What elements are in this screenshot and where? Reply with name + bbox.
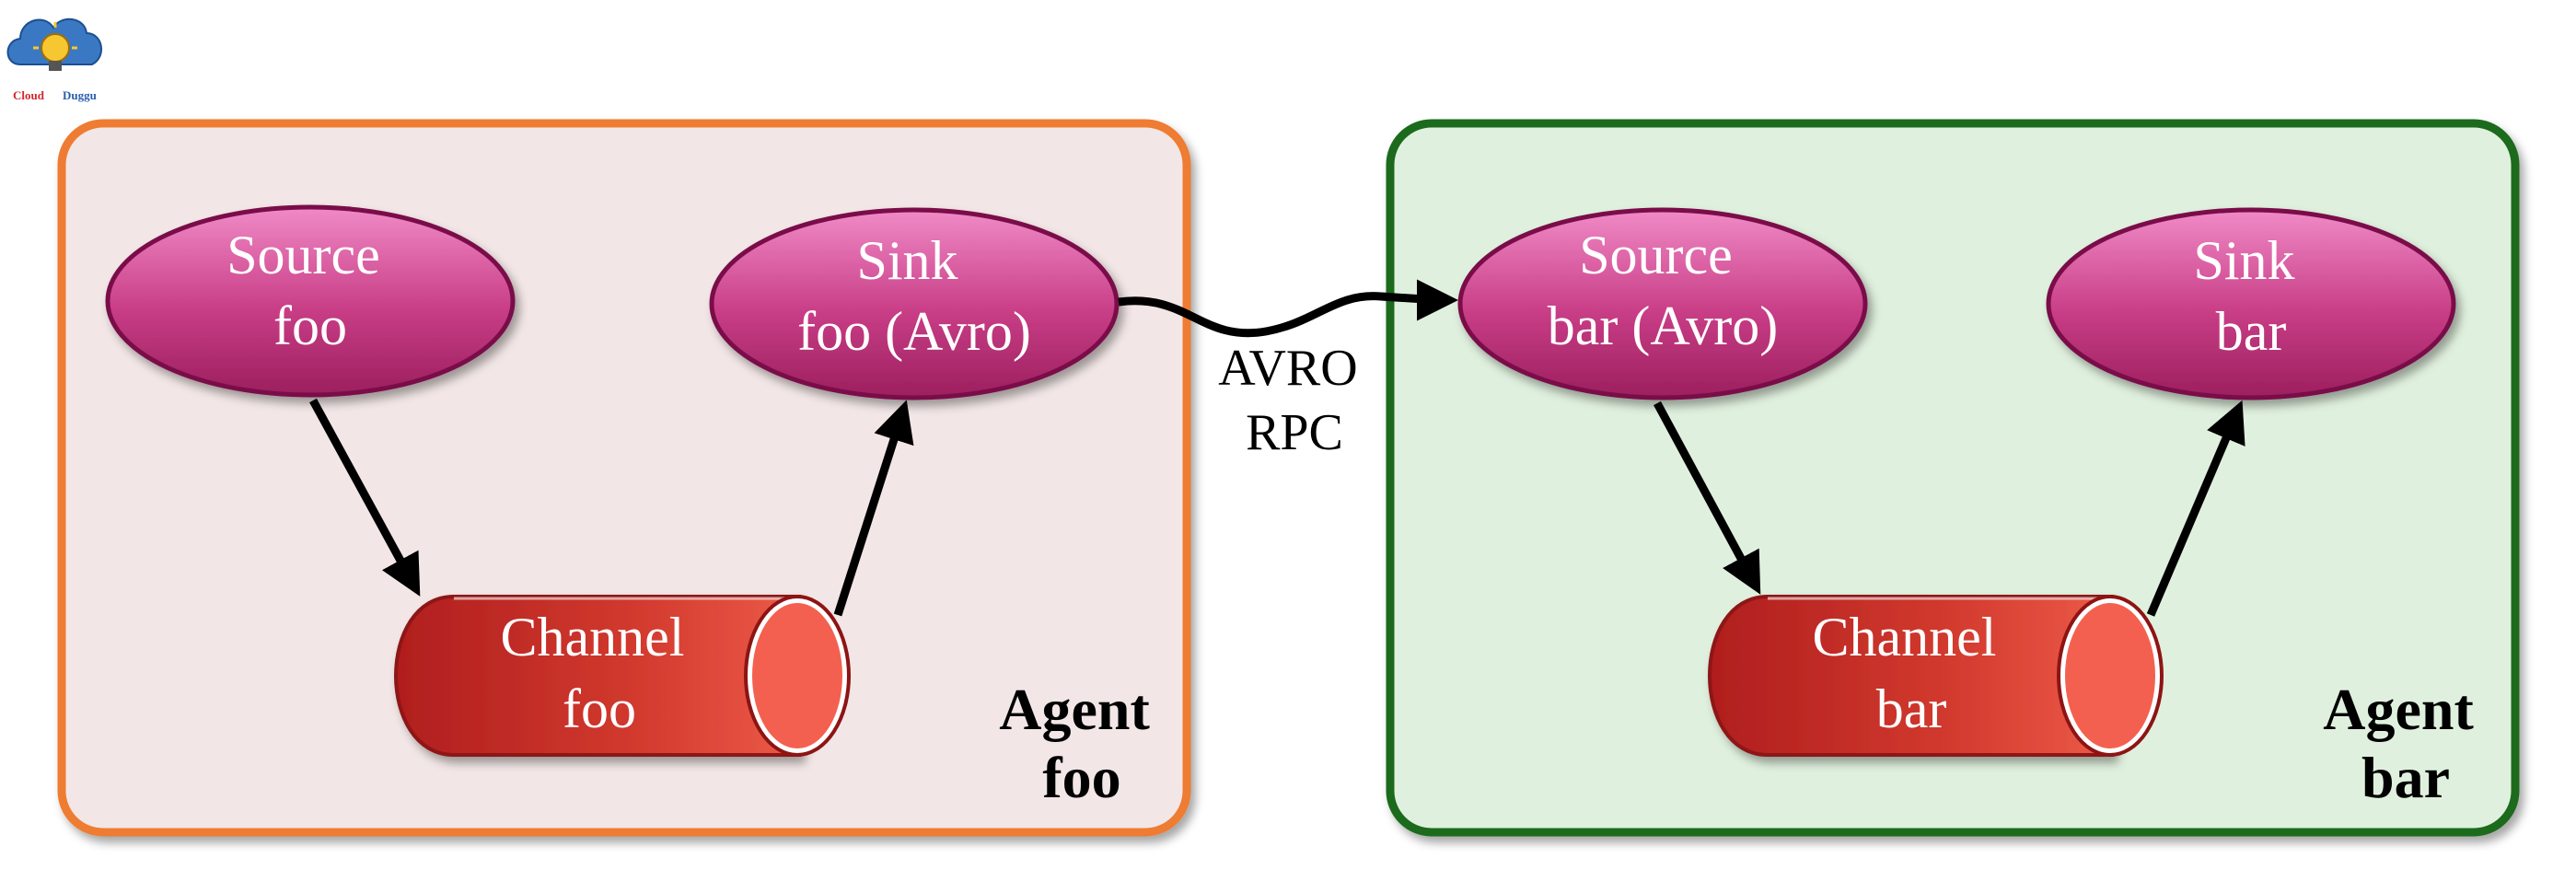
sink-bar-label: Sink bar bbox=[2193, 230, 2308, 362]
arrow-channel-foo-to-sink-foo bbox=[833, 400, 914, 617]
agent-bar-label: Agent bar bbox=[2323, 677, 2489, 810]
logo-text-left: Cloud bbox=[13, 88, 45, 102]
sink-foo-label: Sink foo (Avro) bbox=[797, 230, 1031, 362]
source-foo-label: Source foo bbox=[226, 225, 394, 356]
arrow-avro-rpc-link bbox=[1118, 279, 1458, 338]
channel-bar-label: Channel bar bbox=[1813, 607, 2011, 739]
sink-foo-node: Sink foo (Avro) bbox=[709, 207, 1120, 400]
channel-foo-label: Channel foo bbox=[501, 607, 699, 739]
channel-bar-node: Channel bar bbox=[1708, 595, 2164, 757]
arrow-source-bar-to-channel-bar bbox=[1654, 400, 1761, 595]
agent-foo-label: Agent foo bbox=[999, 677, 1165, 810]
agent-bar-container: Agent bar Source bar (Avro) Sink bar bbox=[1386, 119, 2520, 837]
logo-text-right: Duggu bbox=[63, 88, 97, 102]
source-bar-label: Source bar (Avro) bbox=[1548, 225, 1778, 356]
arrow-source-foo-to-channel-foo bbox=[309, 398, 421, 597]
sink-bar-node: Sink bar bbox=[2046, 207, 2456, 400]
channel-foo-node: Channel foo bbox=[394, 595, 851, 757]
source-foo-node: Source foo bbox=[105, 204, 516, 398]
agent-foo-container: Agent foo Source foo Sink foo (Avro) bbox=[57, 119, 1191, 837]
source-bar-node: Source bar (Avro) bbox=[1457, 207, 1868, 400]
arrow-channel-bar-to-sink-bar bbox=[2146, 400, 2245, 617]
avro-rpc-label: AVRO RPC bbox=[1218, 340, 1370, 461]
cloud-logo-icon: Cloud Duggu bbox=[6, 18, 102, 102]
